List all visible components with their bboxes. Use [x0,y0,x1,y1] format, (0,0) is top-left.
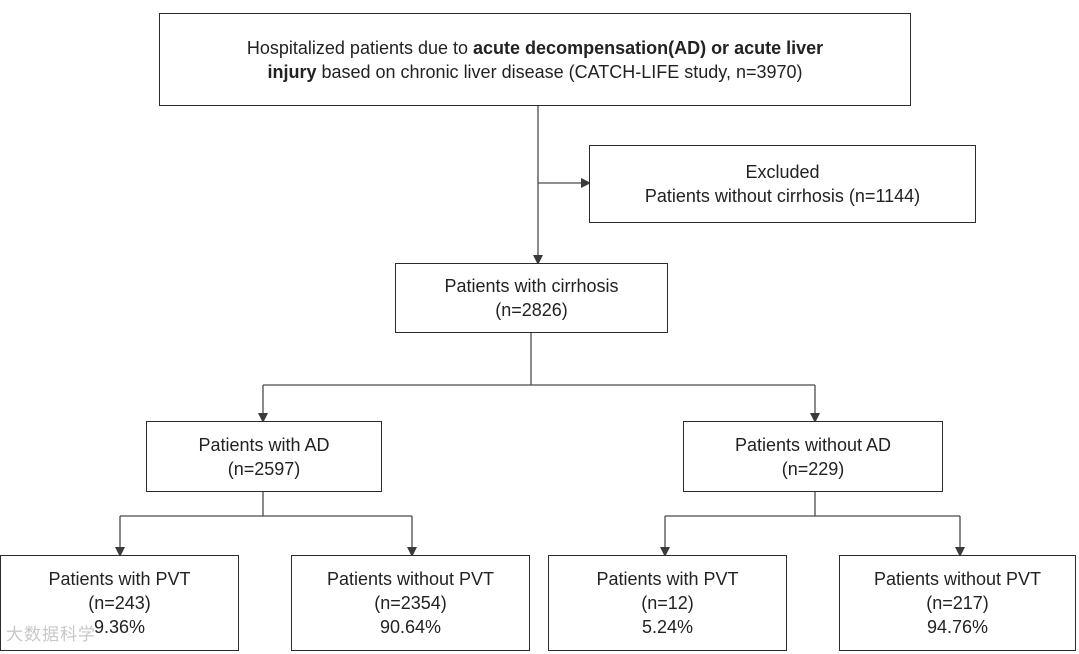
without-ad-box: Patients without AD (n=229) [683,421,943,492]
ad-pvt-count: (n=243) [88,593,151,613]
cirrhosis-count: (n=2826) [495,300,568,320]
with-ad-box: Patients with AD (n=2597) [146,421,382,492]
excluded-detail: Patients without cirrhosis (n=1144) [644,186,921,206]
ad-no-pvt-box: Patients without PVT (n=2354) 90.64% [291,555,530,651]
noad-pvt-count: (n=12) [641,593,694,613]
ad-no-pvt-count: (n=2354) [374,593,447,613]
noad-no-pvt-title: Patients without PVT [873,569,1042,589]
root-line-2: injury based on chronic liver disease (C… [267,61,803,82]
ad-pvt-box: Patients with PVT (n=243) 9.36% [0,555,239,651]
noad-no-pvt-percent: 94.76% [926,617,989,637]
without-ad-count: (n=229) [781,458,845,479]
ad-pvt-percent: 9.36% [93,617,146,637]
excluded-title: Excluded [745,162,820,182]
root-line-1: Hospitalized patients due to acute decom… [246,37,824,58]
root-box: Hospitalized patients due to acute decom… [159,13,911,106]
watermark-text: 大数据科学 [6,625,96,644]
noad-pvt-box: Patients with PVT (n=12) 5.24% [548,555,787,651]
with-ad-title: Patients with AD [198,434,330,455]
cirrhosis-box: Patients with cirrhosis (n=2826) [395,263,668,333]
noad-pvt-title: Patients with PVT [596,569,739,589]
noad-pvt-percent: 5.24% [641,617,694,637]
ad-no-pvt-title: Patients without PVT [326,569,495,589]
noad-no-pvt-box: Patients without PVT (n=217) 94.76% [839,555,1076,651]
noad-no-pvt-count: (n=217) [926,593,989,613]
excluded-box: Excluded Patients without cirrhosis (n=1… [589,145,976,223]
with-ad-count: (n=2597) [227,458,301,479]
without-ad-title: Patients without AD [734,434,892,455]
cirrhosis-title: Patients with cirrhosis [444,276,619,296]
ad-pvt-title: Patients with PVT [48,569,191,589]
ad-no-pvt-percent: 90.64% [379,617,442,637]
